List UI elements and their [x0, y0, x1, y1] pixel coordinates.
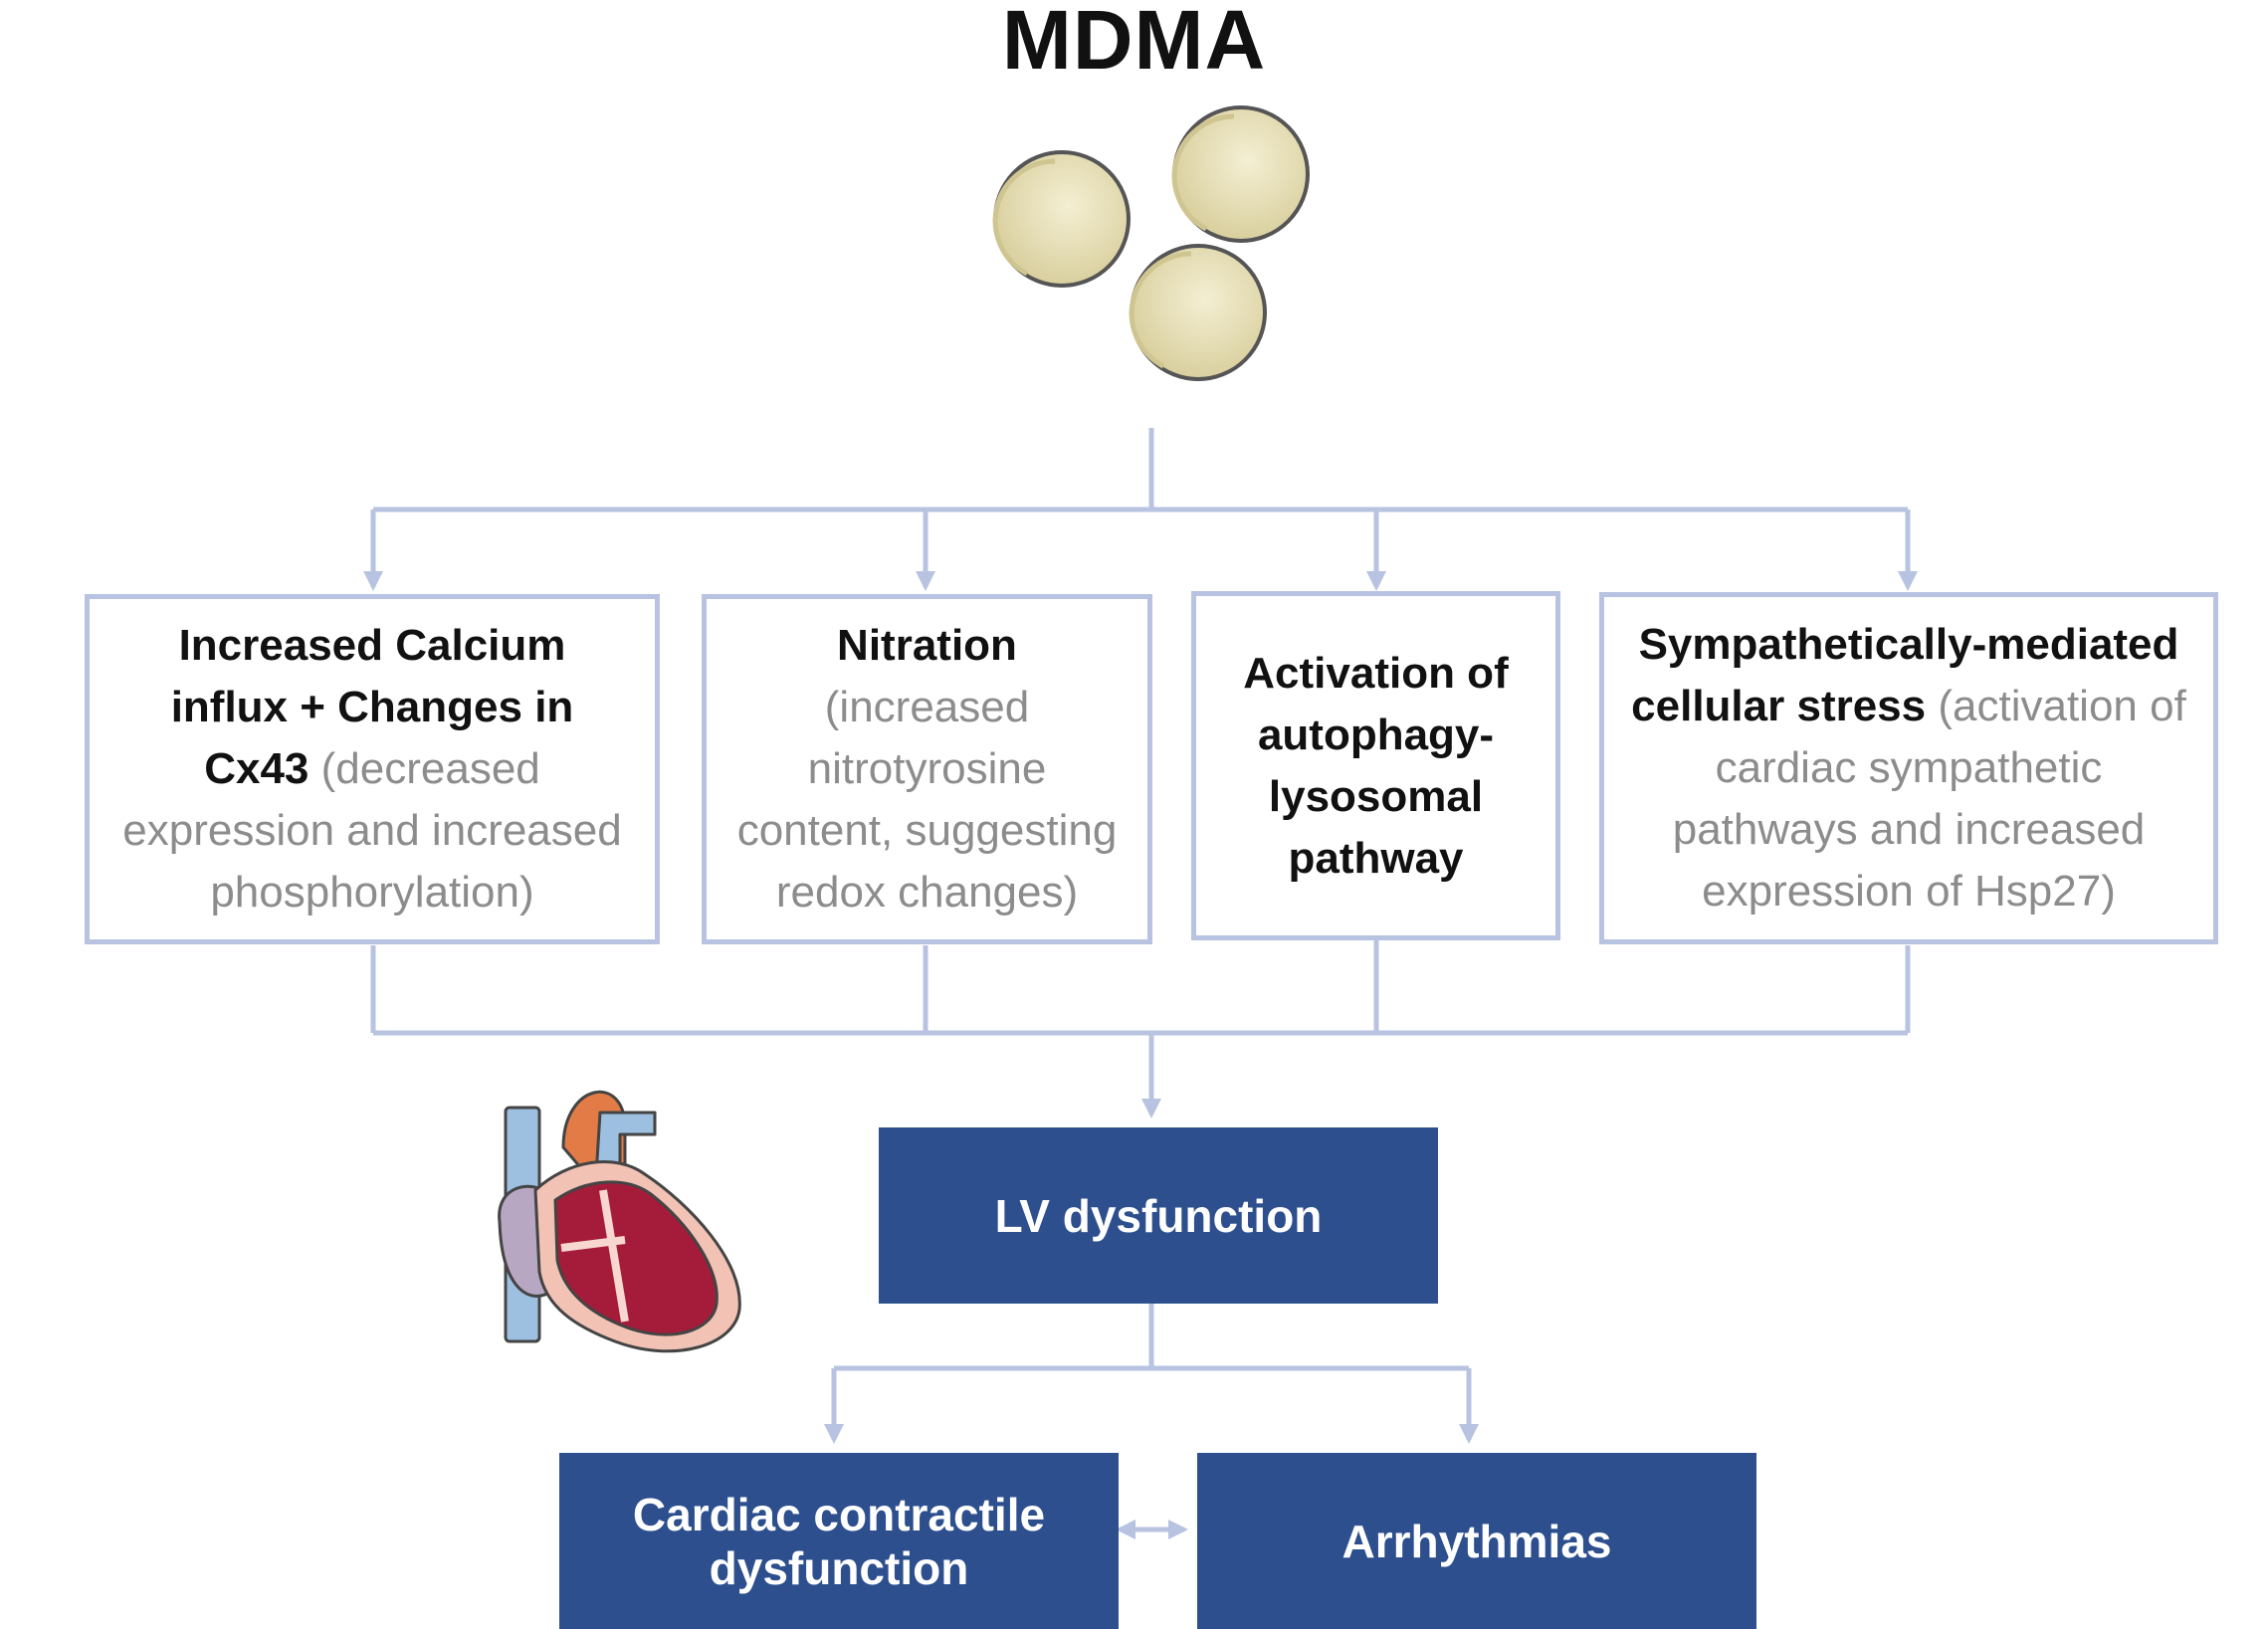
mechanism-note: (activation of cardiac sympathetic pathw… [1672, 682, 2186, 916]
diagram-title: MDMA [1001, 0, 1267, 87]
mechanism-box-autophagy: Activation of autophagy-lysosomal pathwa… [1191, 591, 1560, 940]
mechanism-title: Increased Calcium influx + Changes in Cx… [170, 621, 574, 793]
mechanism-title: Nitration [837, 621, 1017, 670]
cardiac-contractile-dysfunction-box: Cardiac contractile dysfunction [559, 1453, 1119, 1629]
lv-dysfunction-label: LV dysfunction [994, 1189, 1323, 1242]
pills-icon [992, 105, 1310, 381]
mechanism-box-nitration: Nitration (increased nitrotyrosine conte… [702, 594, 1152, 944]
arrhythmias-box: Arrhythmias [1197, 1453, 1756, 1629]
cardiac-contractile-dysfunction-label: Cardiac contractile dysfunction [632, 1488, 1046, 1594]
heart-icon [498, 1090, 741, 1353]
mechanism-title: Sympathetically-mediated cellular stress [1631, 620, 2179, 730]
mechanism-box-calcium: Increased Calcium influx + Changes in Cx… [85, 594, 660, 944]
mechanism-box-sympathetic: Sympathetically-mediated cellular stress… [1599, 592, 2218, 944]
mechanism-note: (decreased expression and increased phos… [122, 744, 622, 916]
lv-dysfunction-box: LV dysfunction [879, 1127, 1438, 1304]
mechanism-title: Activation of autophagy-lysosomal pathwa… [1243, 648, 1509, 883]
mechanism-note: (increased nitrotyrosine content, sugges… [736, 683, 1118, 916]
arrhythmias-label: Arrhythmias [1341, 1515, 1612, 1567]
